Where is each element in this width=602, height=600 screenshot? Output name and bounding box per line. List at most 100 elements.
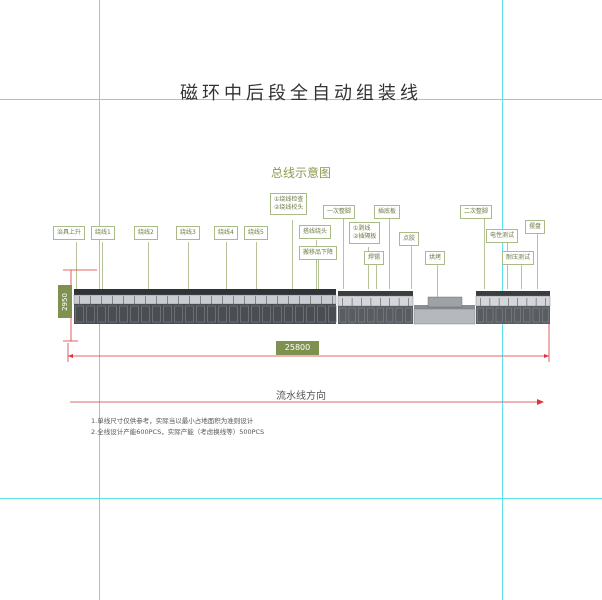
cabinet-door	[495, 307, 503, 323]
leader-line	[102, 242, 103, 289]
middle-cabinet	[338, 306, 413, 324]
cabinet-door	[306, 305, 315, 323]
leader-line	[411, 244, 412, 289]
leader-line	[256, 242, 257, 289]
cabinet-door	[486, 307, 494, 323]
cabinet-door	[284, 305, 293, 323]
cabinet-door	[251, 305, 260, 323]
cabinet-door	[163, 305, 172, 323]
cabinet-door	[477, 307, 484, 323]
guide-line-horizontal	[0, 99, 602, 100]
dimension-lines	[63, 269, 550, 405]
winding-cabinet-details	[75, 296, 337, 323]
height-dimension-label: 2950	[58, 285, 72, 318]
leader-line	[507, 242, 508, 289]
leader-line	[484, 218, 485, 289]
document-title: 磁环中后段全自动组装线	[180, 83, 422, 104]
cabinet-door	[395, 307, 403, 323]
callout-strip-insert: ①剥线 ②插隔板	[349, 222, 381, 244]
callout-strip-line-2: ②插隔板	[353, 233, 377, 240]
callout-wire-check: ①绕线检查 ②绕线校头	[270, 193, 308, 215]
middle-cabinet-details	[339, 298, 412, 323]
callout-wire-check-line-2: ②绕线校头	[274, 204, 304, 211]
length-arrow-right	[544, 354, 549, 358]
notes-block: 1.单线尺寸仅供参考，实际当以最小占地面积为准则设计 2.全线设计产能600PC…	[91, 416, 264, 438]
cabinet-door	[185, 305, 194, 323]
leader-line	[76, 242, 77, 289]
callout-winding-2: 绕线2	[134, 226, 158, 240]
cabinet-door	[339, 307, 347, 323]
guide-line-horizontal	[0, 498, 602, 499]
diagram-title: 总线示意图	[270, 166, 331, 180]
leader-line	[376, 262, 377, 289]
callout-tray: 摆盘	[525, 220, 546, 234]
cabinet-door	[218, 305, 227, 323]
height-dimension-value: 2950	[61, 292, 69, 311]
cabinet-door	[532, 307, 540, 323]
middle-top-rail	[338, 291, 413, 296]
cabinet-door	[174, 305, 183, 323]
leader-line	[148, 242, 149, 289]
cabinet-door	[358, 307, 365, 323]
callout-winding-3: 绕线3	[176, 226, 200, 240]
middle-work-area	[337, 295, 414, 307]
cabinet-door	[152, 305, 161, 323]
cabinet-door	[207, 305, 216, 323]
cabinet-door	[196, 305, 205, 323]
test-cabinet-details	[477, 298, 549, 323]
leader-line	[389, 217, 390, 289]
cabinet-door	[86, 305, 95, 323]
callout-winding-4: 绕线4	[214, 226, 238, 240]
test-top-rail	[476, 291, 550, 296]
cabinet-door	[405, 307, 412, 323]
note-line: 1.单线尺寸仅供参考，实际当以最小占地面积为准则设计	[91, 417, 254, 425]
flow-direction-arrow	[537, 399, 544, 405]
cabinet-door	[97, 305, 106, 323]
callout-second-shaping: 二次整脚	[460, 205, 493, 219]
callout-wire-cut: 搭线绕头	[299, 225, 332, 239]
cabinet-door	[262, 305, 271, 323]
callout-electrical-test: 电性测试	[486, 229, 519, 243]
cabinet-door	[542, 307, 549, 323]
cabinet-door	[386, 307, 394, 323]
test-section	[475, 291, 551, 324]
leader-line	[437, 264, 438, 297]
oven-section	[413, 296, 476, 325]
cabinet-door	[328, 305, 337, 323]
winding-section	[73, 289, 337, 324]
oven-base	[413, 308, 476, 325]
callout-winding-5: 绕线5	[244, 226, 268, 240]
leader-line	[318, 259, 319, 289]
callout-hipot-test: 耐压测试	[502, 251, 535, 265]
callout-unload: 搬移品下降	[299, 246, 338, 260]
oven-body	[427, 296, 463, 308]
middle-section	[337, 291, 414, 324]
cabinet-door	[229, 305, 238, 323]
leader-line	[316, 240, 317, 289]
cabinet-door	[75, 305, 84, 323]
cabinet-door	[295, 305, 304, 323]
leader-line	[343, 218, 344, 289]
cabinet-door	[108, 305, 117, 323]
leader-line	[226, 242, 227, 289]
test-work-area	[475, 295, 551, 307]
winding-top-rail	[74, 289, 336, 295]
callout-base-board: 插底板	[374, 205, 401, 219]
cabinet-door	[119, 305, 128, 323]
winding-work-area	[73, 294, 337, 305]
cabinet-door	[273, 305, 282, 323]
leader-line	[521, 264, 522, 289]
callout-feed-in: 治具上升	[53, 226, 86, 240]
leader-line	[188, 242, 189, 289]
callout-solder: 焊锡	[364, 251, 385, 265]
callout-strip-line-1: ①剥线	[353, 225, 371, 232]
callout-dispense: 点胶	[399, 232, 420, 246]
cabinet-door	[141, 305, 150, 323]
callout-winding-1: 绕线1	[91, 226, 115, 240]
length-dimension-label: 25800	[276, 341, 319, 355]
winding-cabinet	[74, 304, 336, 324]
callout-first-shaping: 一次整脚	[323, 205, 356, 219]
cabinet-door	[523, 307, 531, 323]
cabinet-door	[376, 307, 384, 323]
